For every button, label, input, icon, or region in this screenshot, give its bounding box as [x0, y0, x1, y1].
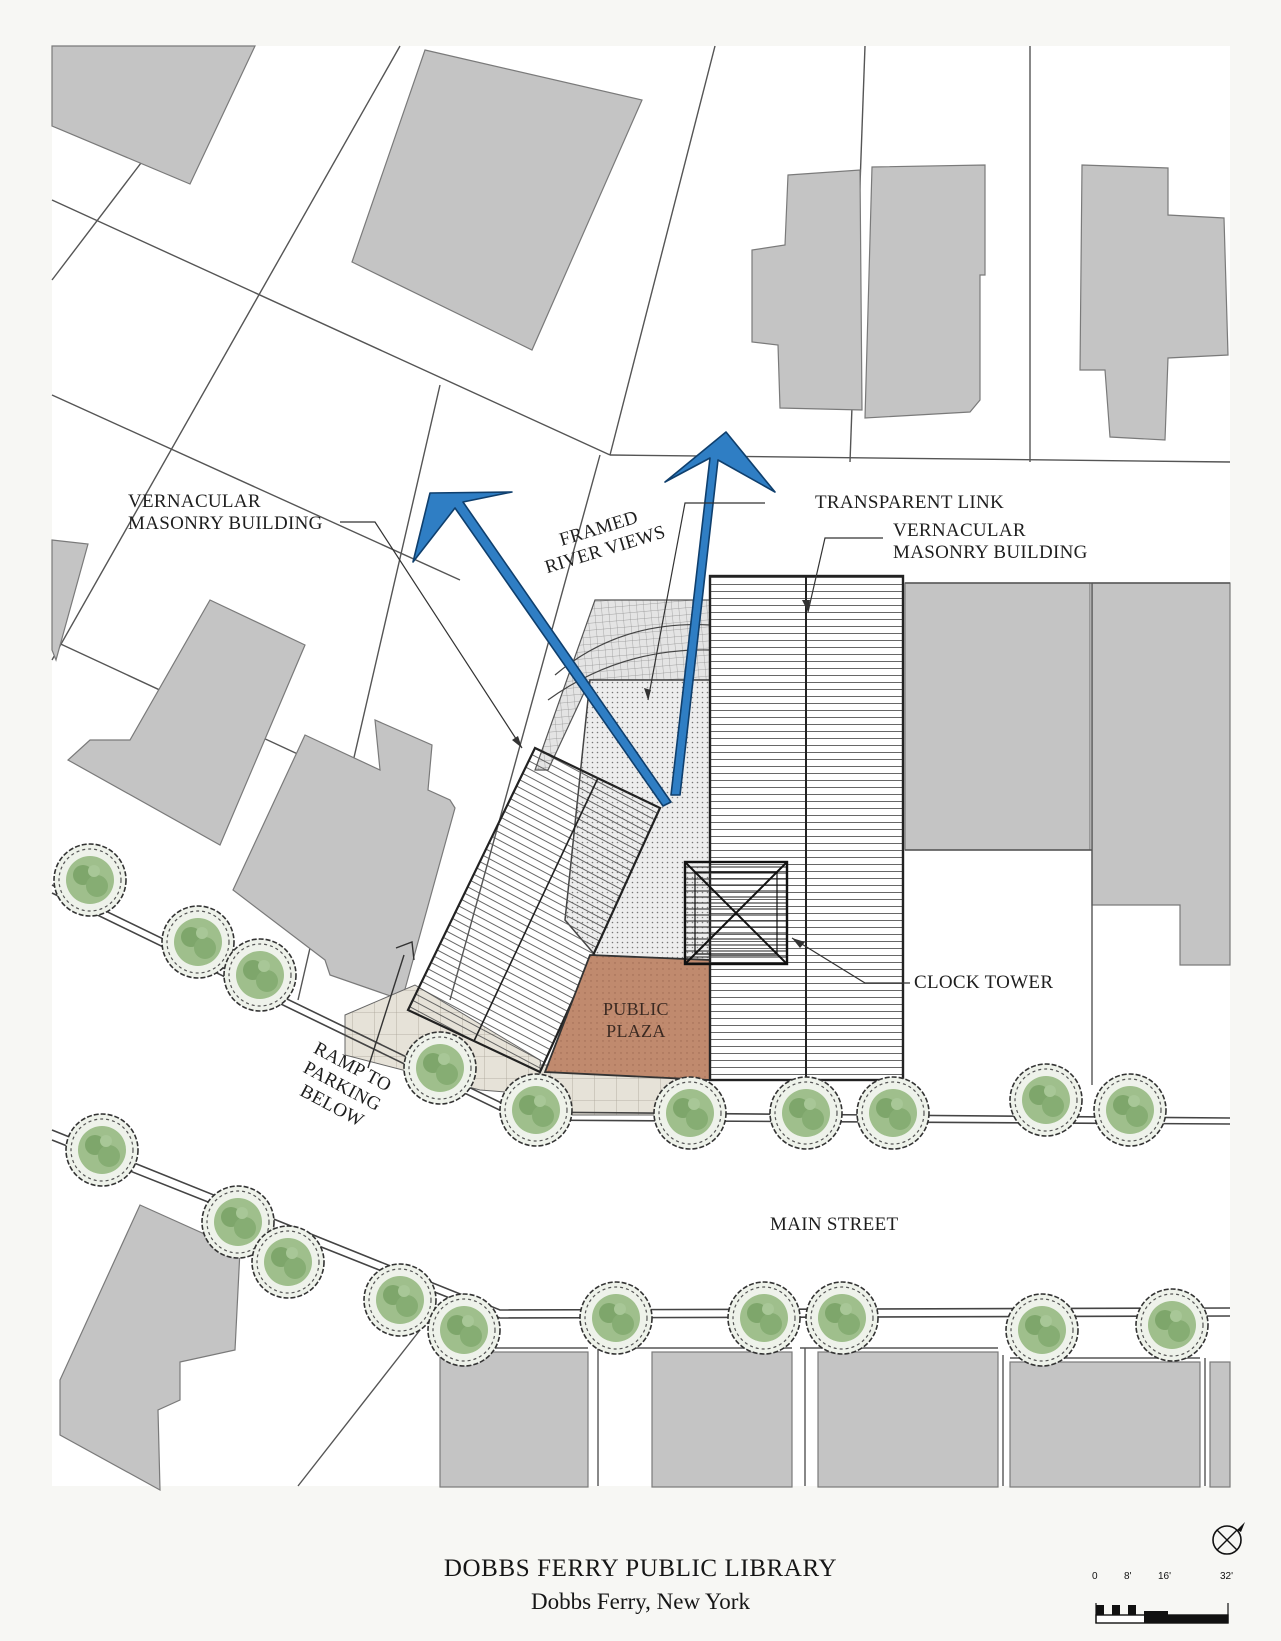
north-arrow-icon — [1212, 1522, 1245, 1555]
main-street-label: MAIN STREET — [770, 1214, 899, 1235]
tree-icon — [53, 843, 127, 917]
tree-icon — [769, 1076, 843, 1150]
scale-tick-label: 0 — [1092, 1571, 1098, 1582]
transparent-link-label: TRANSPARENT LINK — [815, 492, 1005, 513]
drawing-title: DOBBS FERRY PUBLIC LIBRARY — [443, 1555, 838, 1582]
label-line: VERNACULAR — [128, 491, 261, 512]
label-line: PLAZA — [606, 1021, 666, 1041]
vernacular-building-right-label: VERNACULAR MASONRY BUILDING — [893, 520, 1088, 564]
tree-icon — [427, 1293, 501, 1367]
scale-bar — [1095, 1603, 1229, 1624]
tree-icon — [65, 1113, 139, 1187]
tree-icon — [1005, 1293, 1079, 1367]
tree-icon — [653, 1076, 727, 1150]
tree-icon — [223, 938, 297, 1012]
tree-icon — [579, 1281, 653, 1355]
label-line: PUBLIC — [603, 999, 669, 1019]
scale-tick-label: 8' — [1124, 1571, 1132, 1582]
label-line: VERNACULAR — [893, 520, 1026, 541]
tree-icon — [1093, 1073, 1167, 1147]
tree-icon — [805, 1281, 879, 1355]
scale-tick-label: 32' — [1220, 1571, 1234, 1582]
public-plaza-label: PUBLIC PLAZA — [603, 998, 669, 1042]
tree-icon — [363, 1263, 437, 1337]
tree-icon — [856, 1076, 930, 1150]
tree-icon — [499, 1073, 573, 1147]
tree-icon — [1009, 1063, 1083, 1137]
tree-icon — [161, 905, 235, 979]
label-line: MASONRY BUILDING — [128, 513, 323, 534]
clock-tower-label: CLOCK TOWER — [914, 972, 1054, 993]
tree-icon — [403, 1031, 477, 1105]
tree-icon — [251, 1225, 325, 1299]
scale-tick-label: 16' — [1158, 1571, 1172, 1582]
tree-icon — [727, 1281, 801, 1355]
drawing-subtitle: Dobbs Ferry, New York — [531, 1589, 750, 1614]
label-line: MASONRY BUILDING — [893, 542, 1088, 563]
tree-icon — [1135, 1288, 1209, 1362]
vernacular-building-left-label: VERNACULAR MASONRY BUILDING — [128, 491, 323, 535]
